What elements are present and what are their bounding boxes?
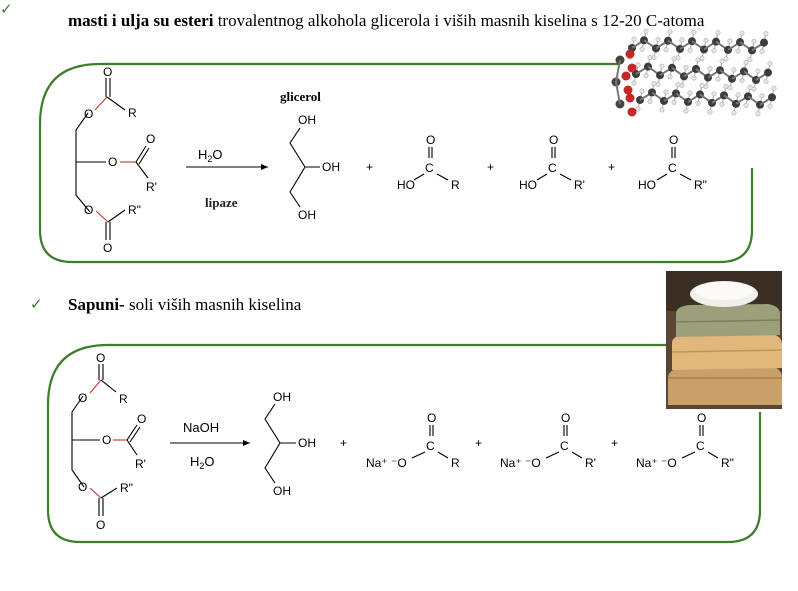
acid-ho: HO (397, 178, 415, 192)
soap-r: O C Na⁺ ⁻O R (366, 411, 460, 470)
plus-3: + (608, 160, 615, 174)
glycerol-label: glicerol (280, 89, 321, 104)
soap-c: C (560, 439, 569, 453)
plus-2: + (475, 436, 482, 450)
molecule-model-image (611, 28, 777, 117)
soap-o: O (697, 411, 706, 425)
r-group-2: R' (146, 180, 157, 194)
r-group-1: R (119, 392, 128, 406)
acid-c: C (425, 161, 434, 175)
scheme1-frame (38, 62, 754, 264)
carbonyl-o-2: O (146, 132, 155, 146)
bullet-fats-oils: masti i ulja su esteri trovalentnog alko… (68, 10, 758, 31)
fatty-acid-r: O C HO R (397, 133, 460, 192)
soap-na: Na⁺ ⁻O (366, 456, 407, 470)
triglyceride-1: O O R O O R' O R" O (75, 65, 157, 255)
plus-1: + (366, 160, 373, 174)
oh-middle: OH (298, 436, 316, 450)
acid-ho: HO (519, 178, 537, 192)
reagent-water-2: H2O (190, 454, 215, 471)
soap-na: Na⁺ ⁻O (500, 456, 541, 470)
soap-rgroup: R' (585, 456, 596, 470)
checkmark-icon: ✓ (0, 0, 13, 18)
bullet-soaps-text: soli viših masnih kiselina (124, 295, 302, 314)
ester-o-3: O (78, 480, 87, 494)
acid-r: R (451, 178, 460, 192)
bullet-fats-oils-text: trovalentnog alkohola glicerola i viših … (213, 11, 705, 30)
soap-c: C (696, 439, 705, 453)
ester-o-1: O (78, 391, 87, 405)
ester-o-2: O (102, 433, 111, 447)
soap-r1: O C Na⁺ ⁻O R' (500, 411, 596, 470)
reagent-naoh: NaOH (183, 420, 219, 435)
r-group-1: R (128, 106, 137, 120)
triglyceride-2: O O R O O R' O R" O (71, 351, 146, 532)
plus-1: + (340, 436, 347, 450)
soap-o: O (561, 411, 570, 425)
carbonyl-o-3: O (103, 241, 112, 255)
carbonyl-o-1: O (103, 65, 112, 79)
acid-o: O (669, 133, 678, 147)
oh-top: OH (298, 113, 316, 127)
soap-o: O (427, 411, 436, 425)
acid-r1: R' (574, 178, 585, 192)
glycerol-1: OH OH OH (289, 113, 340, 222)
ester-o-2: O (108, 155, 117, 169)
r-group-2: R' (135, 457, 146, 471)
oh-bottom: OH (298, 208, 316, 222)
acid-o: O (426, 133, 435, 147)
bullet-soaps-bold: Sapuni- (68, 295, 125, 314)
plus-2: + (487, 160, 494, 174)
soap-rgroup: R (451, 456, 460, 470)
checkmark-icon: ✓ (30, 295, 43, 313)
glycerol-2: OH OH OH (264, 390, 316, 498)
carbonyl-o-2: O (137, 412, 146, 426)
scheme2-frame (46, 343, 762, 544)
fatty-acid-r2: O C HO R" (638, 133, 707, 192)
soap-r2: O C Na⁺ ⁻O R" (636, 411, 734, 470)
acid-c: C (668, 161, 677, 175)
reagent-water: H2O (198, 147, 223, 164)
plus-3: + (611, 436, 618, 450)
acid-r2: R" (694, 178, 707, 192)
acid-o: O (549, 133, 558, 147)
bullet-soaps: Sapuni- soli viših masnih kiselina (68, 294, 628, 315)
ester-o-1: O (84, 107, 93, 121)
carbonyl-o-1: O (96, 351, 105, 365)
ester-o-3: O (84, 203, 93, 217)
oh-middle: OH (322, 160, 340, 174)
r-group-3: R" (120, 481, 133, 495)
soap-c: C (426, 439, 435, 453)
oh-bottom: OH (273, 484, 291, 498)
reagent-lipase: lipaze (205, 195, 238, 210)
soap-bars-image (666, 271, 783, 409)
fatty-acid-r1: O C HO R' (519, 133, 585, 192)
acid-ho: HO (638, 178, 656, 192)
bullet-fats-oils-bold: masti i ulja su esteri (68, 11, 214, 30)
oh-top: OH (273, 390, 291, 404)
r-group-3: R" (128, 203, 141, 217)
carbonyl-o-3: O (96, 518, 105, 532)
acid-c: C (548, 161, 557, 175)
soap-rgroup: R" (721, 456, 734, 470)
soap-na: Na⁺ ⁻O (636, 456, 677, 470)
